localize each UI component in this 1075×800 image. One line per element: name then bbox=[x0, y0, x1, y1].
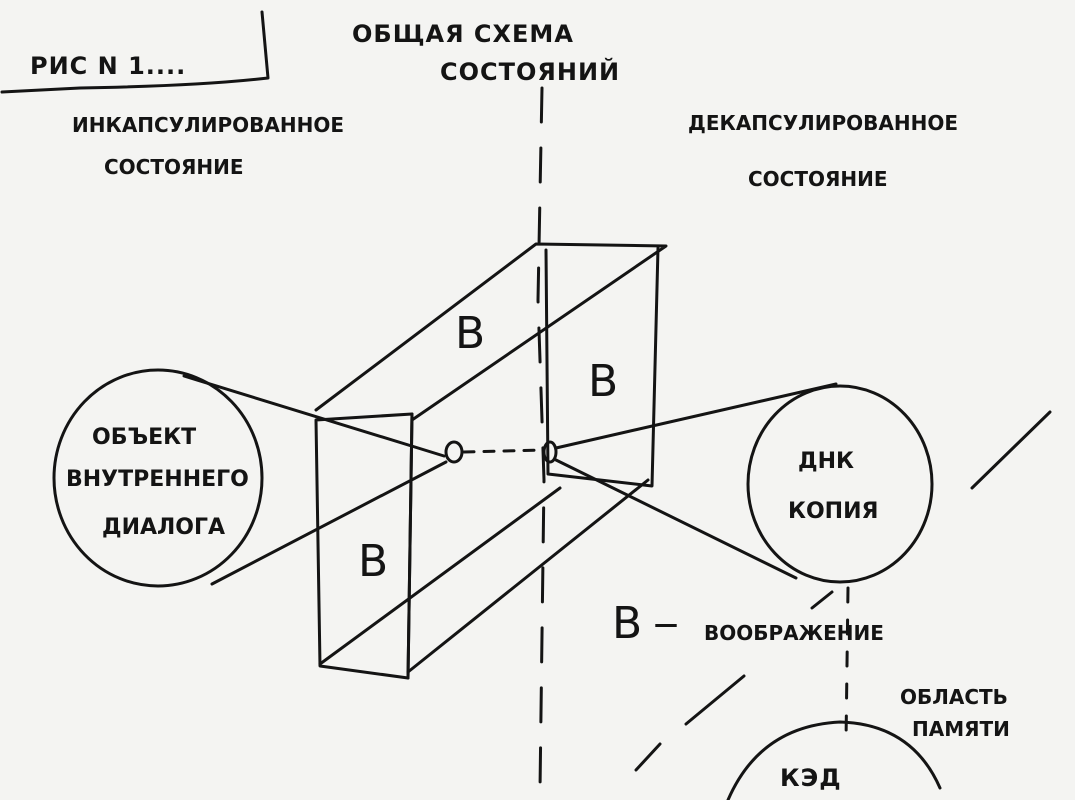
legend-meaning: ВООБРАЖЕНИЕ bbox=[704, 621, 884, 645]
diagram-title-line2: СОСТОЯНИЙ bbox=[440, 57, 620, 86]
left-circle-line2: ВНУТРЕННЕГО bbox=[66, 467, 249, 492]
right-connector-top bbox=[554, 382, 838, 450]
box-bottom-edge bbox=[406, 478, 650, 674]
right-connector-bottom bbox=[554, 458, 798, 580]
memory-area-line1: ОБЛАСТЬ bbox=[900, 685, 1008, 709]
left-circle-line1: ОБЪЕКТ bbox=[92, 425, 196, 450]
vertical-dashed-axis bbox=[536, 86, 546, 792]
left-heading-line1: ИНКАПСУЛИРОВАННОЕ bbox=[72, 113, 344, 137]
right-circle-line1: ДНК bbox=[798, 449, 854, 474]
inner-node-left bbox=[444, 440, 464, 464]
bottom-node-label: КЭД bbox=[780, 764, 842, 792]
figure-label: РИС N 1.... bbox=[30, 52, 186, 80]
diagram-title-line1: ОБЩАЯ СХЕМА bbox=[352, 20, 574, 48]
legend-dash: — bbox=[654, 610, 679, 638]
figure-label-frame bbox=[0, 10, 270, 94]
bottom-arc bbox=[726, 720, 942, 800]
right-heading-line1: ДЕКАПСУЛИРОВАННОЕ bbox=[688, 111, 958, 135]
memory-area-line2: ПАМЯТИ bbox=[912, 717, 1010, 741]
right-heading-line2: СОСТОЯНИЕ bbox=[748, 167, 888, 191]
right-circle-line2: КОПИЯ bbox=[788, 499, 878, 524]
inner-node-right bbox=[542, 440, 558, 464]
left-connector-bottom bbox=[210, 460, 448, 586]
legend-symbol: В bbox=[612, 598, 642, 649]
left-circle bbox=[52, 368, 264, 588]
left-connector-top bbox=[182, 374, 446, 458]
box-top-label: В bbox=[455, 308, 485, 359]
memory-dashed-link bbox=[844, 586, 850, 744]
hatch-stroke bbox=[810, 590, 834, 610]
inner-dashed-connector bbox=[462, 448, 544, 454]
box-front-label: В bbox=[358, 536, 388, 587]
box-back-label: В bbox=[588, 356, 618, 407]
box-bottom-inner-edge bbox=[318, 486, 562, 666]
right-circle bbox=[746, 384, 934, 584]
left-circle-line3: ДИАЛОГА bbox=[102, 515, 225, 540]
hatch-stroke bbox=[970, 410, 1052, 490]
hatch-stroke bbox=[634, 742, 662, 772]
box-top-face bbox=[314, 242, 668, 422]
hatch-stroke bbox=[684, 674, 746, 726]
left-heading-line2: СОСТОЯНИЕ bbox=[104, 155, 244, 179]
